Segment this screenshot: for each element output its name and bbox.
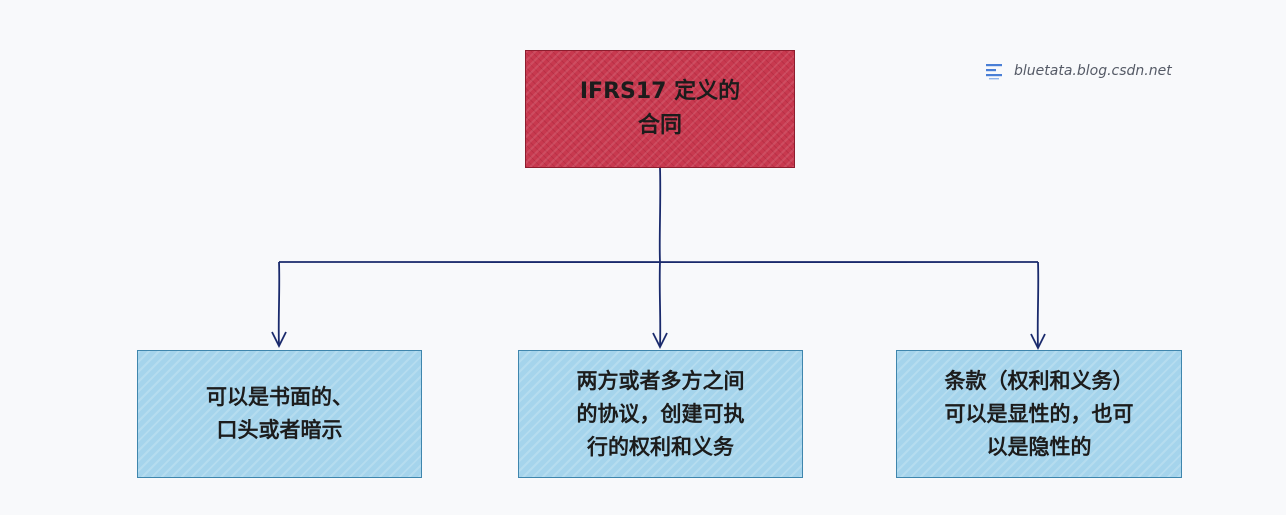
arrowhead-child-1	[271, 331, 287, 349]
child-node-1: 可以是书面的、 口头或者暗示	[137, 350, 422, 478]
arrowhead-child-2	[652, 332, 668, 350]
child-node-3-label: 条款（权利和义务） 可以是显性的，也可 以是隐性的	[944, 368, 1134, 459]
watermark: bluetata.blog.csdn.net	[984, 61, 1172, 81]
connector-to-child-1	[277, 261, 281, 346]
child-node-3: 条款（权利和义务） 可以是显性的，也可 以是隐性的	[896, 350, 1182, 478]
trunk-connector	[658, 167, 662, 263]
arrowhead-child-3	[1030, 333, 1046, 351]
csdn-logo-icon	[986, 64, 1002, 80]
child-node-1-label: 可以是书面的、 口头或者暗示	[206, 385, 353, 442]
child-node-2: 两方或者多方之间 的协议，创建可执 行的权利和义务	[518, 350, 803, 478]
horizontal-connector	[278, 260, 1039, 264]
watermark-text: bluetata.blog.csdn.net	[1014, 63, 1172, 79]
connector-to-child-3	[1036, 261, 1040, 348]
connector-to-child-2	[658, 261, 662, 347]
child-node-2-label: 两方或者多方之间 的协议，创建可执 行的权利和义务	[576, 368, 745, 459]
root-node-label: IFRS17 定义的 合同	[579, 79, 741, 138]
root-node: IFRS17 定义的 合同	[525, 50, 795, 168]
